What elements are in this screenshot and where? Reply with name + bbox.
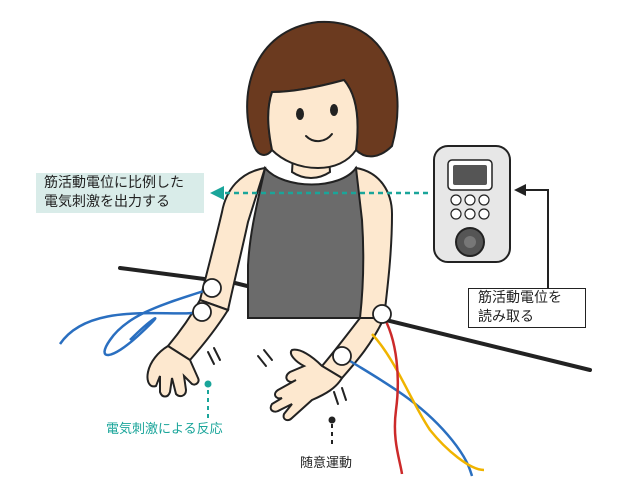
smile	[305, 133, 333, 142]
callout-line: 電気刺激を出力する	[44, 194, 170, 210]
right-eye	[330, 104, 338, 116]
wire-blue-3	[341, 354, 474, 477]
output-arrow	[210, 186, 428, 200]
wire-yellow	[371, 333, 485, 472]
left-upper-arm	[198, 166, 267, 312]
emg-reading-callout: 筋活動電位を 読み取る	[468, 288, 586, 328]
wire-blue-1	[103, 286, 213, 357]
callout-line: 筋活動電位を	[478, 290, 562, 306]
emg-device-icon	[433, 145, 511, 263]
motion-mark-icon	[207, 347, 347, 405]
tank-top	[247, 165, 373, 319]
left-hand	[146, 344, 200, 398]
electrode-pad-icon	[202, 278, 222, 298]
voluntary-movement-label: 随意運動	[300, 456, 353, 471]
face	[267, 78, 359, 170]
right-upper-arm	[354, 166, 394, 319]
electrode-pad-icon	[332, 346, 352, 366]
right-forearm	[320, 317, 386, 380]
right-hand	[269, 348, 344, 422]
wire-blue-2	[58, 310, 203, 345]
electrode-pad-icon	[192, 302, 212, 322]
voluntary-leader	[328, 416, 336, 446]
electrode-pad-icon	[372, 304, 392, 324]
callout-line: 読み取る	[478, 309, 534, 325]
wire-red	[380, 313, 404, 475]
callout-line: 筋活動電位に比例した	[44, 175, 184, 191]
left-eye	[296, 108, 304, 120]
stimulation-response-label: 電気刺激による反応	[106, 422, 223, 437]
response-leader	[204, 380, 212, 418]
stimulation-output-callout: 筋活動電位に比例した 電気刺激を出力する	[36, 173, 204, 213]
read-arrow	[514, 184, 549, 288]
